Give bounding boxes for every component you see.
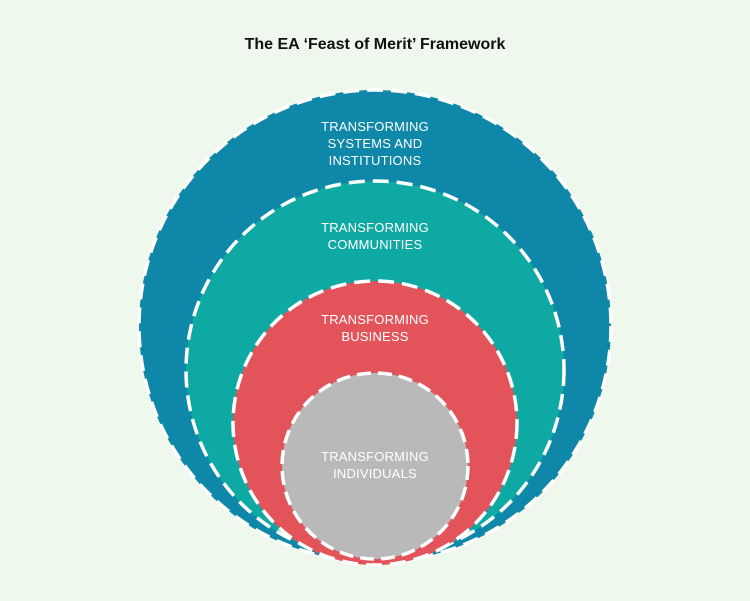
- label-communities-line-1: TRANSFORMING: [321, 220, 429, 235]
- label-communities-line-2: COMMUNITIES: [327, 237, 423, 252]
- label-systems-line-3: INSTITUTIONS: [328, 153, 422, 168]
- label-business-line-1: TRANSFORMING: [321, 312, 429, 327]
- diagram-title: The EA ‘Feast of Merit’ Framework: [244, 36, 506, 53]
- label-individuals: TRANSFORMING INDIVIDUALS: [265, 448, 485, 482]
- label-individuals-line-2: INDIVIDUALS: [333, 466, 417, 481]
- label-business: TRANSFORMING BUSINESS: [265, 311, 485, 345]
- label-systems-and-institutions: TRANSFORMING SYSTEMS AND INSTITUTIONS: [265, 118, 485, 169]
- label-systems-line-1: TRANSFORMING: [321, 119, 429, 134]
- label-individuals-line-1: TRANSFORMING: [321, 449, 429, 464]
- label-communities: TRANSFORMING COMMUNITIES: [265, 219, 485, 253]
- ring-individuals: [280, 371, 470, 561]
- label-business-line-2: BUSINESS: [341, 329, 409, 344]
- label-systems-line-2: SYSTEMS AND: [327, 136, 423, 151]
